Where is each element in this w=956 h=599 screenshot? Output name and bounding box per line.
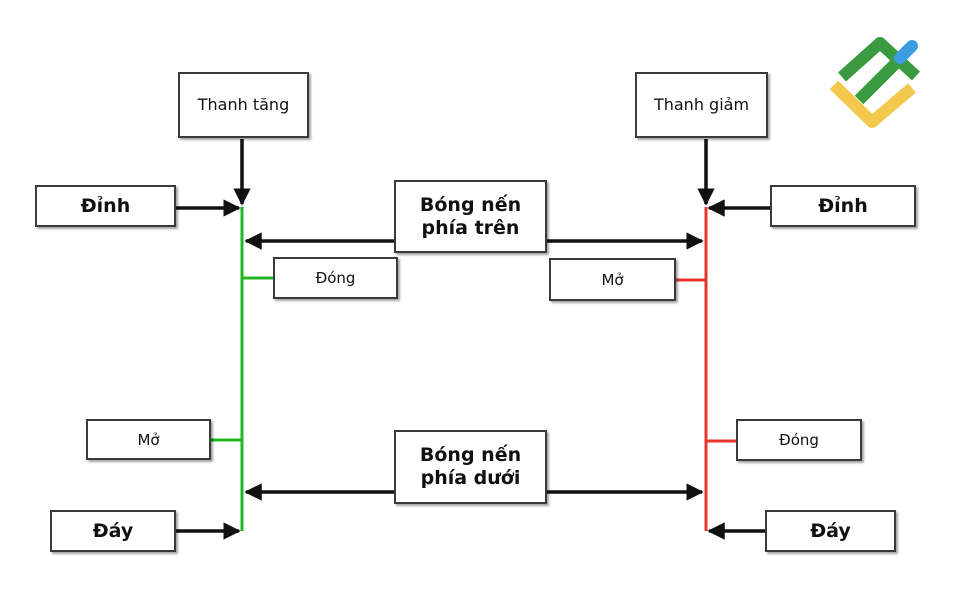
lower-shadow-box: Bóng nến phía dưới bbox=[394, 430, 547, 504]
bullish-title: Thanh tăng bbox=[197, 95, 290, 115]
right-close-label: Đóng bbox=[779, 431, 819, 449]
bearish-title-box: Thanh giảm bbox=[635, 72, 768, 138]
bullish-title-box: Thanh tăng bbox=[178, 72, 309, 138]
bearish-title: Thanh giảm bbox=[653, 95, 750, 115]
left-open-box: Mở bbox=[86, 419, 211, 460]
left-high-label: Đỉnh bbox=[80, 194, 131, 217]
left-close-box: Đóng bbox=[273, 257, 398, 299]
left-high-box: Đỉnh bbox=[35, 185, 176, 227]
left-low-box: Đáy bbox=[50, 510, 176, 552]
right-open-box: Mở bbox=[549, 258, 676, 301]
right-close-box: Đóng bbox=[736, 419, 862, 461]
lower-shadow-line1: Bóng nến bbox=[419, 444, 522, 467]
upper-shadow-line2: phía trên bbox=[421, 216, 520, 239]
right-low-box: Đáy bbox=[765, 510, 896, 552]
brand-logo-icon bbox=[829, 37, 921, 128]
left-open-label: Mở bbox=[137, 430, 160, 449]
right-low-label: Đáy bbox=[810, 519, 851, 542]
upper-shadow-line1: Bóng nến bbox=[419, 193, 522, 216]
right-high-box: Đỉnh bbox=[770, 185, 916, 227]
right-open-label: Mở bbox=[601, 270, 624, 289]
left-close-label: Đóng bbox=[315, 269, 356, 287]
lower-shadow-line2: phía dưới bbox=[420, 467, 521, 489]
right-high-label: Đỉnh bbox=[818, 194, 868, 217]
left-low-label: Đáy bbox=[92, 519, 134, 542]
upper-shadow-box: Bóng nến phía trên bbox=[394, 180, 547, 253]
